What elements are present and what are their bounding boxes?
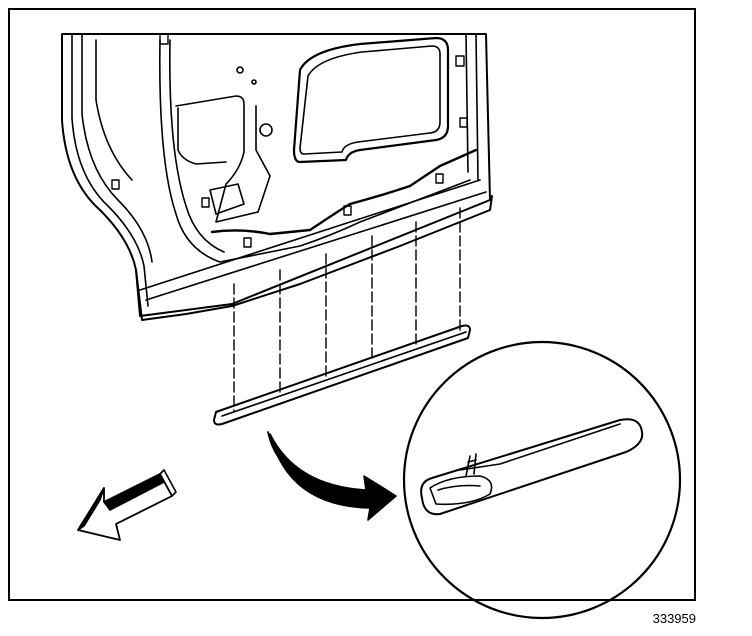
door-molding [213, 324, 471, 426]
mounting-holes [111, 33, 468, 248]
wire-harness [210, 148, 478, 236]
door-bottom-flange [135, 195, 493, 321]
trim-opening [292, 36, 450, 164]
alignment-lines [233, 207, 461, 413]
latch-cutout [175, 66, 273, 223]
front-arrow-icon [77, 469, 177, 541]
detail-magnifier [402, 340, 682, 620]
figure-number: 333959 [652, 611, 696, 626]
curved-arrow-icon [267, 431, 397, 521]
